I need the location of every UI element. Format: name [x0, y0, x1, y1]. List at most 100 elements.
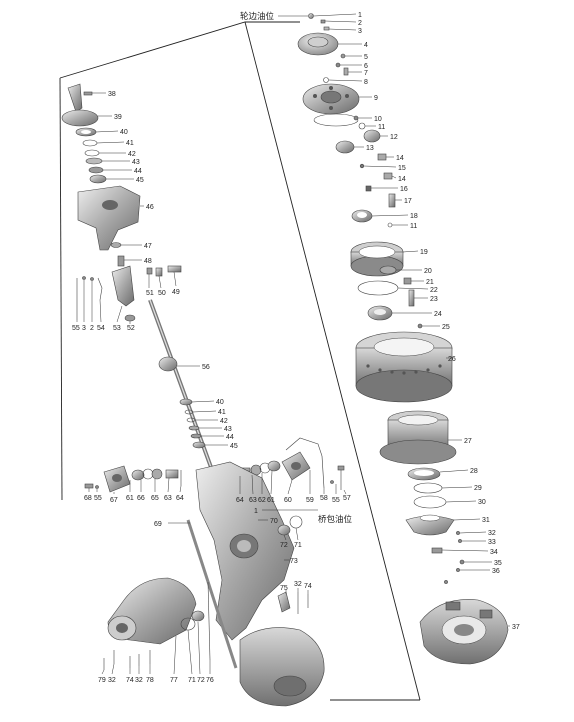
- part-label: 66: [137, 495, 145, 502]
- part-label: 20: [424, 268, 432, 275]
- part-label: 61: [267, 497, 275, 504]
- main-reducer-part: [239, 627, 325, 707]
- part-label: 72: [197, 677, 205, 684]
- part-label: 36: [492, 568, 500, 575]
- part-label: 4: [364, 42, 368, 49]
- part-label: 64: [176, 495, 184, 502]
- brake-assembly-part: [419, 599, 509, 665]
- part-label: 45: [230, 443, 238, 450]
- part-label: 15: [398, 165, 406, 172]
- part-label: 68: [84, 495, 92, 502]
- part-label: 32: [294, 581, 302, 588]
- part-label: 31: [482, 517, 490, 524]
- hub-oil-fill-label: 轮边油位: [240, 11, 275, 22]
- wheel-hub-part: [379, 410, 457, 465]
- axle-housing-part: [195, 461, 295, 641]
- part-label: 12: [390, 134, 398, 141]
- part-label: 6: [364, 63, 368, 70]
- part-label: 43: [224, 426, 232, 433]
- part-label: 63: [164, 495, 172, 502]
- part-label: 23: [430, 296, 438, 303]
- part-label: 17: [404, 198, 412, 205]
- part-label: 21: [426, 279, 434, 286]
- part-label: 45: [136, 177, 144, 184]
- bolt-part: [308, 13, 314, 19]
- part-label: 1: [254, 508, 258, 515]
- left-flange-group: [84, 465, 182, 493]
- part-labels: 1 2 3 4 5 6 7 8 9 10 11 12 13 14 15 14 1…: [72, 12, 520, 684]
- part-label: 62: [258, 497, 266, 504]
- part-label: 13: [366, 145, 374, 152]
- part-label: 71: [188, 677, 196, 684]
- part-label: 14: [396, 155, 404, 162]
- part-label: 24: [434, 311, 442, 318]
- part-label: 59: [306, 497, 314, 504]
- half-shaft-part: [148, 299, 214, 471]
- hub-assembly: [297, 13, 509, 665]
- washer-part: [323, 26, 330, 31]
- part-label: 61: [126, 495, 134, 502]
- part-label: 9: [374, 95, 378, 102]
- part-label: 78: [146, 677, 154, 684]
- part-label: 73: [290, 558, 298, 565]
- part-label: 26: [448, 356, 456, 363]
- part-label: 8: [364, 79, 368, 86]
- part-label: 32: [108, 677, 116, 684]
- part-label: 55: [332, 497, 340, 504]
- part-label: 34: [490, 549, 498, 556]
- part-label: 48: [144, 258, 152, 265]
- part-label: 2: [90, 325, 94, 332]
- part-label: 43: [132, 159, 140, 166]
- part-label: 18: [410, 213, 418, 220]
- part-label: 22: [430, 287, 438, 294]
- part-label: 29: [474, 485, 482, 492]
- part-label: 14: [398, 176, 406, 183]
- part-label: 27: [464, 438, 472, 445]
- part-label: 60: [284, 497, 292, 504]
- part-label: 3: [82, 325, 86, 332]
- part-label: 3: [358, 28, 362, 35]
- part-label: 65: [151, 495, 159, 502]
- part-label: 16: [400, 186, 408, 193]
- frame-outline: [59, 21, 421, 701]
- knuckle-assembly: [61, 83, 182, 322]
- part-label: 38: [108, 91, 116, 98]
- steering-arm-part: [111, 265, 135, 307]
- part-label: 42: [128, 151, 136, 158]
- part-label: 1: [358, 12, 362, 19]
- part-label: 51: [146, 290, 154, 297]
- part-label: 75: [280, 585, 288, 592]
- part-label: 70: [270, 518, 278, 525]
- sun-gear-part: [335, 140, 355, 154]
- part-label: 63: [249, 497, 257, 504]
- part-label: 79: [98, 677, 106, 684]
- part-label: 10: [374, 116, 382, 123]
- part-label: 41: [126, 140, 134, 147]
- part-label: 74: [126, 677, 134, 684]
- part-label: 55: [94, 495, 102, 502]
- axle-oil-fill-label: 桥包油位: [318, 514, 353, 525]
- cone-seal-part: [405, 514, 455, 536]
- part-label: 35: [494, 560, 502, 567]
- part-label: 46: [146, 204, 154, 211]
- planet-gear-part: [363, 129, 381, 143]
- part-label: 54: [97, 325, 105, 332]
- part-label: 7: [364, 70, 368, 77]
- leader-lines: [76, 13, 510, 675]
- part-label: 74: [304, 583, 312, 590]
- part-label: 67: [110, 497, 118, 504]
- part-label: 2: [358, 20, 362, 27]
- part-label: 28: [470, 468, 478, 475]
- part-label: 76: [206, 677, 214, 684]
- steering-knuckle-part: [77, 185, 141, 251]
- long-shaft-part: [186, 519, 238, 669]
- part-label: 64: [236, 497, 244, 504]
- part-label: 19: [420, 249, 428, 256]
- part-label: 49: [172, 289, 180, 296]
- part-label: 5: [364, 54, 368, 61]
- part-label: 50: [158, 290, 166, 297]
- part-label: 55: [72, 325, 80, 332]
- reducer-housing-part: [107, 577, 197, 645]
- part-label: 11: [410, 223, 417, 230]
